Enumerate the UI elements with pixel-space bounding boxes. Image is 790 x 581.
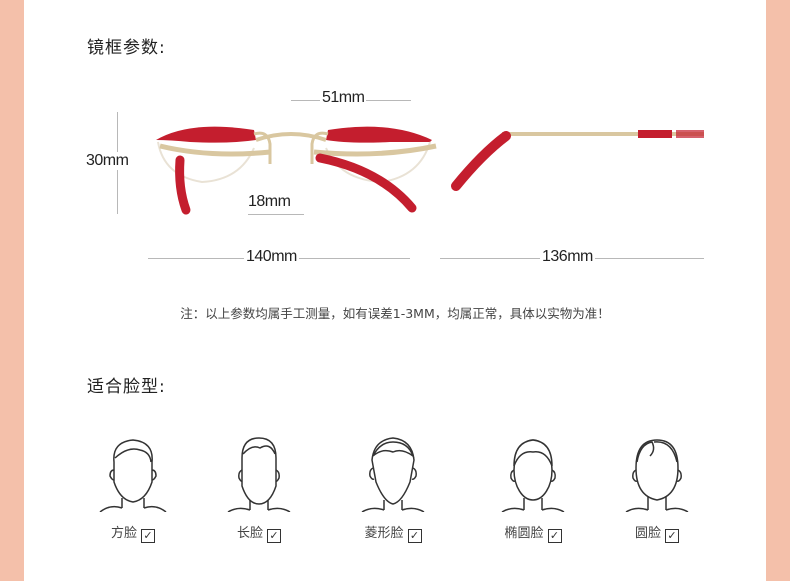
long-face-icon [227,437,291,512]
face-shapes-title: 适合脸型: [87,377,166,397]
diamond-face-icon [361,437,425,512]
face-item-oval: 椭圆脸✓ [488,432,578,552]
lens-width-dim: 51mm [320,89,367,107]
face-label-diamond: 菱形脸 [364,526,404,541]
face-label-round: 圆脸 [634,526,661,541]
temple-length-dim: 136mm [540,248,595,266]
face-item-round: 圆脸 ✓ [612,432,702,552]
check-icon: ✓ [407,529,422,543]
measurement-note: 注：以上参数均属手工测量，如有误差1-3MM，均属正常，具体以实物为准！ [180,306,610,321]
check-icon: ✓ [267,529,281,543]
bridge-width-dim: 18mm [246,193,293,211]
square-face-icon [99,439,167,512]
check-icon: ✓ [547,529,562,543]
lens-height-dim: 30mm [84,152,131,170]
product-detail-panel: 镜框参数: 51mm 30mm 18mm 140mm 136mm 注 [24,0,766,581]
face-label-square: 方脸 [110,526,137,541]
frame-width-dim: 140mm [244,248,299,266]
frame-params-title: 镜框参数: [87,38,166,58]
check-icon: ✓ [665,529,679,543]
face-item-diamond: 菱形脸✓ [348,432,438,552]
face-label-long: 长脸 [236,526,263,541]
face-item-long: 长脸 ✓ [214,432,304,552]
face-label-oval: 椭圆脸 [504,526,544,541]
oval-face-icon [501,439,565,512]
glasses-side-view [451,130,704,191]
round-face-icon [625,439,689,512]
check-icon: ✓ [141,529,155,543]
glasses-front-view [156,126,437,215]
face-item-square: 方脸 ✓ [88,432,178,552]
